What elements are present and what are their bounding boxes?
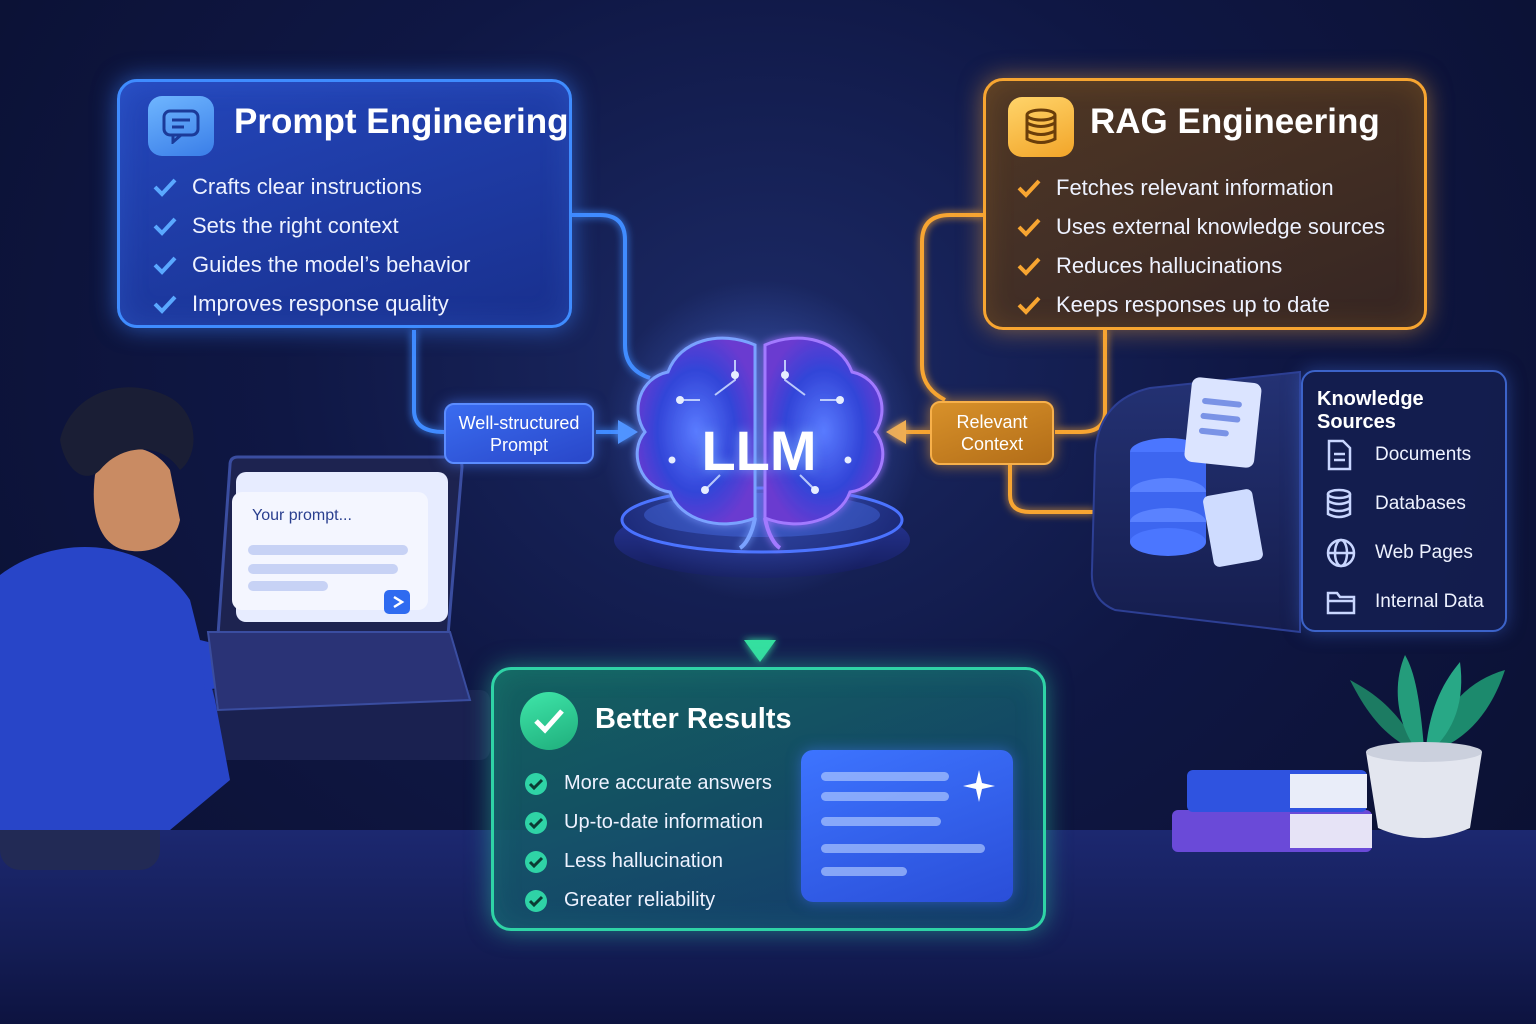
knowledge-sources-list: Documents Databases Web Pages Internal D… <box>1325 430 1484 626</box>
globe-icon <box>1325 537 1375 569</box>
prompt-engineering-list: Crafts clear instructions Sets the right… <box>152 167 470 323</box>
prompt-engineering-title: Prompt Engineering <box>234 102 569 141</box>
check-badge-icon <box>520 692 578 750</box>
rag-engineering-panel: RAG Engineering Fetches relevant informa… <box>983 78 1427 330</box>
rag-connector <box>898 213 1107 514</box>
check-icon <box>152 254 192 276</box>
folder-icon <box>1325 588 1375 616</box>
list-item: Uses external knowledge sources <box>1016 207 1385 246</box>
list-item: Up-to-date information <box>524 803 772 842</box>
well-structured-prompt-label: Well-structured Prompt <box>444 403 594 464</box>
knowledge-item-label: Databases <box>1375 492 1466 514</box>
list-item-label: Sets the right context <box>192 212 399 238</box>
list-item: Improves response quality <box>152 284 470 323</box>
list-item-label: More accurate answers <box>564 772 772 794</box>
list-item-label: Greater reliability <box>564 889 716 911</box>
list-item: Keeps responses up to date <box>1016 285 1385 324</box>
better-results-list: More accurate answers Up-to-date informa… <box>524 764 772 920</box>
list-item-label: Crafts clear instructions <box>192 173 422 199</box>
llm-label: LLM <box>701 419 817 482</box>
sparkle-icon <box>963 770 995 802</box>
list-item-label: Less hallucination <box>564 850 723 872</box>
list-item: Guides the model’s behavior <box>152 245 470 284</box>
check-icon <box>1016 177 1056 199</box>
person-hair <box>60 387 194 476</box>
person-face <box>93 448 180 552</box>
relevant-context-label: Relevant Context <box>930 401 1054 465</box>
check-icon <box>152 215 192 237</box>
check-icon <box>1016 216 1056 238</box>
list-item-label: Uses external knowledge sources <box>1056 213 1385 239</box>
document-icon <box>1325 439 1375 471</box>
plant <box>1350 655 1505 838</box>
list-item: More accurate answers <box>524 764 772 803</box>
results-arrowhead <box>744 640 776 662</box>
knowledge-item-databases: Databases <box>1325 479 1484 528</box>
rag-engineering-list: Fetches relevant information Uses extern… <box>1016 168 1385 324</box>
knowledge-item-label: Internal Data <box>1375 590 1484 612</box>
database-icon <box>1008 97 1074 157</box>
better-results-panel: Better Results More accurate answers Up-… <box>491 667 1046 931</box>
check-icon <box>1016 255 1056 277</box>
check-circle-icon <box>524 811 564 835</box>
books <box>1172 770 1372 852</box>
laptop <box>206 455 472 712</box>
check-icon <box>1016 294 1056 316</box>
database-icon <box>1325 488 1375 520</box>
list-item-label: Keeps responses up to date <box>1056 291 1330 317</box>
knowledge-server <box>1090 370 1301 634</box>
list-item-label: Up-to-date information <box>564 811 763 833</box>
prompt-engineering-panel: Prompt Engineering Crafts clear instruct… <box>117 79 572 328</box>
list-item: Greater reliability <box>524 881 772 920</box>
knowledge-sources-title: Knowledge Sources <box>1317 388 1424 433</box>
list-item: Reduces hallucinations <box>1016 246 1385 285</box>
knowledge-item-documents: Documents <box>1325 430 1484 479</box>
chat-icon <box>148 96 214 156</box>
check-icon <box>152 293 192 315</box>
check-circle-icon <box>524 889 564 913</box>
knowledge-item-label: Web Pages <box>1375 541 1473 563</box>
list-item: Sets the right context <box>152 206 470 245</box>
list-item: Less hallucination <box>524 842 772 881</box>
results-preview-card <box>801 750 1013 902</box>
laptop-prompt-placeholder: Your prompt... <box>252 507 352 524</box>
send-icon <box>384 590 410 614</box>
check-circle-icon <box>524 850 564 874</box>
list-item: Crafts clear instructions <box>152 167 470 206</box>
check-circle-icon <box>524 772 564 796</box>
list-item: Fetches relevant information <box>1016 168 1385 207</box>
list-item-label: Improves response quality <box>192 290 449 316</box>
knowledge-sources-panel: Knowledge Sources Documents Databases We… <box>1301 370 1507 632</box>
knowledge-item-web-pages: Web Pages <box>1325 528 1484 577</box>
person-body <box>0 547 230 830</box>
check-icon <box>152 176 192 198</box>
list-item-label: Fetches relevant information <box>1056 174 1334 200</box>
knowledge-item-label: Documents <box>1375 443 1472 465</box>
brain-icon <box>635 336 885 550</box>
better-results-title: Better Results <box>595 703 792 735</box>
list-item-label: Guides the model’s behavior <box>192 251 471 277</box>
knowledge-item-internal-data: Internal Data <box>1325 577 1484 626</box>
rag-engineering-title: RAG Engineering <box>1090 102 1380 141</box>
list-item-label: Reduces hallucinations <box>1056 252 1283 278</box>
